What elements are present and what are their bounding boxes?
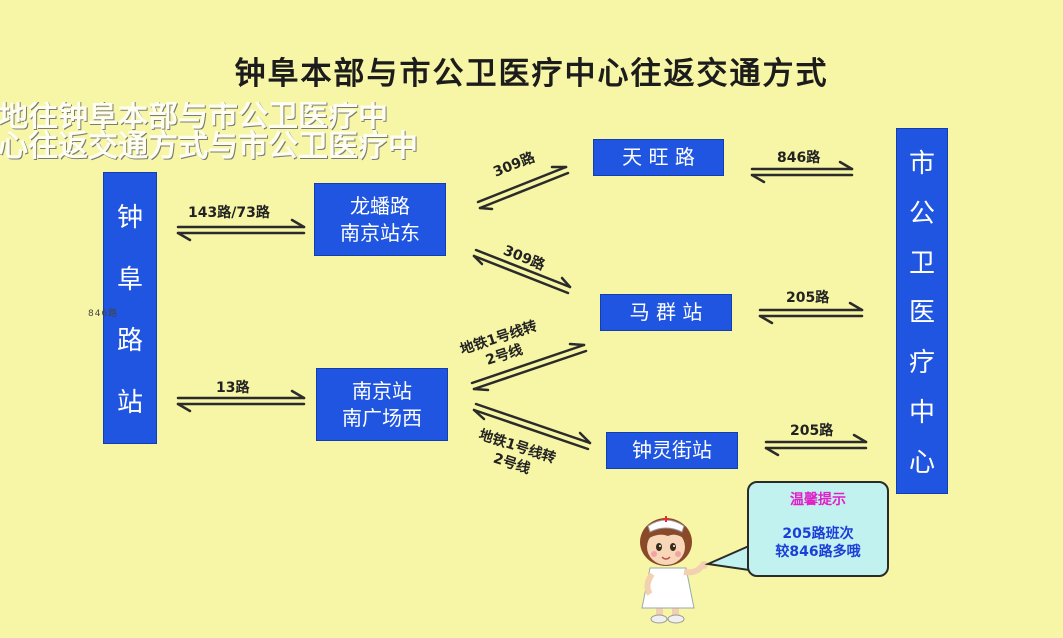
tip-line: 较846路多哦: [775, 544, 861, 560]
arrow-e2: [176, 389, 306, 413]
node-line: 南广场西: [342, 405, 422, 430]
node-char: 中: [908, 397, 935, 428]
node-hospital: 市 公 卫 医 疗 中 心: [896, 128, 948, 494]
arrow-e6: [472, 402, 592, 451]
node-char: 心: [908, 447, 935, 478]
arrow-e7: [750, 160, 854, 184]
node-char: 公: [908, 199, 935, 230]
edge-label: 205路: [790, 423, 834, 439]
node-line: 南京站东: [340, 220, 420, 245]
node-char: 钟: [116, 203, 143, 234]
node-tianwang-road: 天 旺 路: [593, 139, 724, 176]
arrow-e5: [470, 342, 588, 392]
node-zhongling-station: 钟灵街站: [606, 432, 738, 469]
edge-label: 143路/73路: [188, 205, 270, 221]
arrow-e8: [758, 301, 864, 325]
edge-label: 846路: [777, 150, 821, 166]
node-char: 市: [908, 149, 935, 180]
node-line: 龙蟠路: [350, 193, 410, 218]
ghost-line: 地往钟阜本部与市公卫医疗中: [0, 102, 388, 134]
node-maqun-station: 马 群 站: [600, 294, 732, 331]
tip-bubble: 温馨提示 205路班次 较846路多哦: [747, 481, 889, 577]
node-char: 路: [116, 326, 143, 357]
faint-text: 846路: [88, 309, 119, 319]
node-char: 阜: [116, 264, 143, 295]
node-nanjing-station: 南京站 南广场西: [316, 368, 448, 441]
ghost-text: 地往钟阜本部与市公卫医疗中 心往返交通方式与市公卫医疗中: [0, 102, 558, 172]
node-char: 卫: [908, 248, 935, 279]
arrow-e9: [764, 433, 868, 457]
arrow-e3: [476, 165, 570, 211]
diagram-title: 钟阜本部与市公卫医疗中心往返交通方式: [234, 56, 829, 92]
tip-title: 温馨提示: [790, 492, 846, 508]
nurse-illustration: [640, 516, 708, 624]
arrow-e1: [176, 218, 306, 242]
node-line: 南京站: [352, 378, 412, 403]
edge-label: 13路: [216, 380, 250, 396]
ghost-line: 心往返交通方式与市公卫医疗中: [0, 129, 418, 164]
edge-label: 205路: [786, 290, 830, 306]
node-char: 医: [908, 298, 935, 329]
node-char: 疗: [908, 348, 935, 379]
tip-line: 205路班次: [782, 526, 854, 542]
node-char: 站: [116, 387, 143, 418]
node-longpan-road: 龙蟠路 南京站东: [314, 183, 446, 256]
arrow-e4: [472, 248, 572, 295]
node-zhongfu-station: 钟 阜 路 站: [103, 172, 157, 444]
